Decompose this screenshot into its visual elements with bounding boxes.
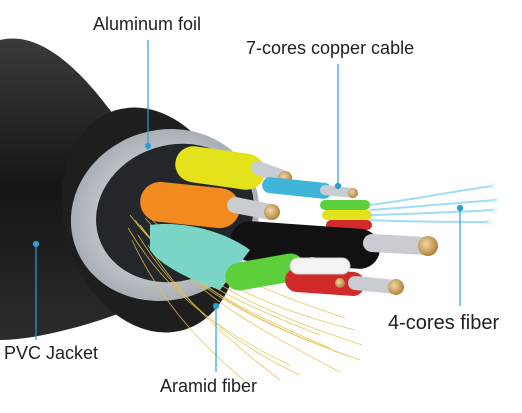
black-core-copper	[418, 236, 438, 256]
blue-core-copper	[348, 188, 358, 198]
label-aluminum-foil: Aluminum foil	[93, 14, 202, 34]
orange-core	[140, 181, 240, 229]
optical-fibers	[369, 185, 497, 223]
red-core	[285, 268, 365, 296]
copper-cores	[140, 146, 438, 296]
blue-core	[262, 177, 332, 199]
yellow-core	[175, 146, 265, 190]
fiber-glow	[485, 183, 499, 225]
red-core-copper	[388, 279, 404, 295]
label-optical-fiber: 4-cores fiber	[388, 312, 500, 334]
black-core-strands	[363, 234, 434, 255]
leader-lines	[32, 40, 464, 372]
label-pvc-jacket: PVC Jacket	[4, 343, 99, 363]
green-large-core	[225, 253, 305, 291]
black-core	[230, 221, 380, 269]
teal-filler	[150, 224, 250, 290]
label-copper-cable: 7-cores copper cable	[246, 38, 415, 58]
white-core	[289, 257, 351, 275]
orange-core-copper	[264, 204, 280, 220]
green-core	[320, 200, 370, 210]
yellow-small-core	[322, 210, 372, 220]
label-aramid-fiber: Aramid fiber	[160, 376, 258, 396]
